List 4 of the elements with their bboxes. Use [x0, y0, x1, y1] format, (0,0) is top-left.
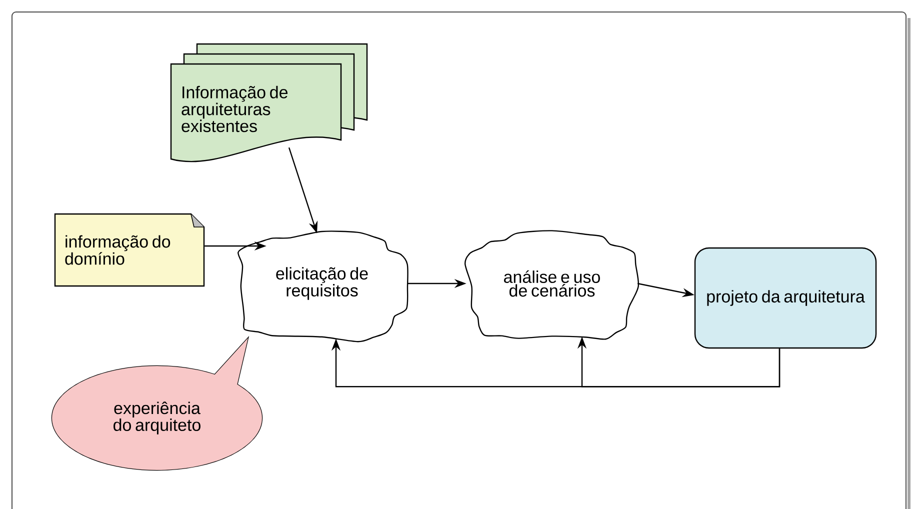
- note-box: informação do domínio: [54, 213, 205, 287]
- speech-bubble: experiência do arquiteto: [51, 336, 263, 471]
- document-stack: Informação de arquiteturas existentes: [170, 43, 368, 162]
- process-box: projeto da arquitetura: [694, 247, 877, 349]
